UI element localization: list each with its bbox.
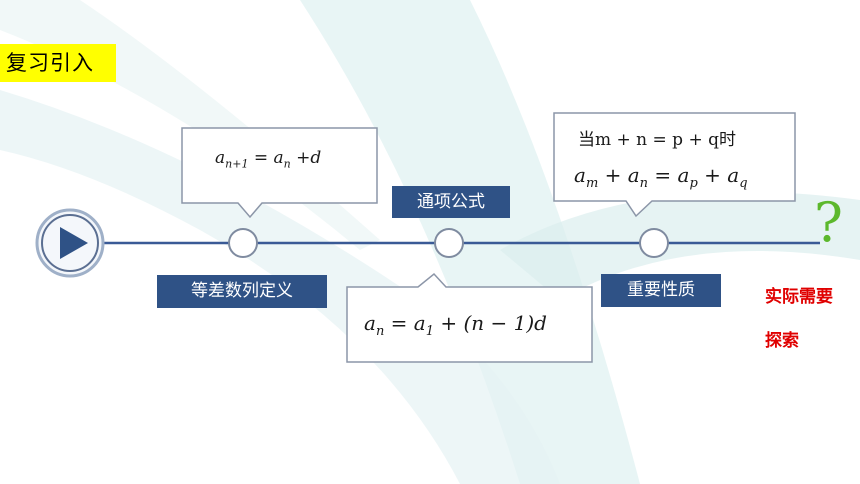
callout-box-general-term <box>346 272 593 363</box>
side-note-line1: 实际需要 <box>765 287 833 307</box>
slide-title: 复习引入 <box>0 44 116 82</box>
label-general-term[interactable]: 通项公式 <box>392 186 510 218</box>
formula-definition: an+1 = an +d <box>215 148 322 171</box>
formula-general-term: an = a1 + (n − 1)d <box>364 311 547 339</box>
timeline-node-2[interactable] <box>434 228 464 258</box>
label-definition[interactable]: 等差数列定义 <box>157 275 327 308</box>
formula-property: am + an = ap + aq <box>574 163 748 191</box>
side-note-line2: 探索 <box>765 331 799 351</box>
callout-box-property <box>553 112 796 218</box>
play-button[interactable] <box>35 208 105 278</box>
play-icon <box>60 227 88 259</box>
label-property[interactable]: 重要性质 <box>601 274 721 307</box>
question-mark-icon[interactable]: ? <box>814 191 843 254</box>
callout-box-definition <box>181 127 378 219</box>
timeline-node-1[interactable] <box>228 228 258 258</box>
timeline-node-3[interactable] <box>639 228 669 258</box>
property-condition: 当m + n = p + q时 <box>578 130 736 150</box>
